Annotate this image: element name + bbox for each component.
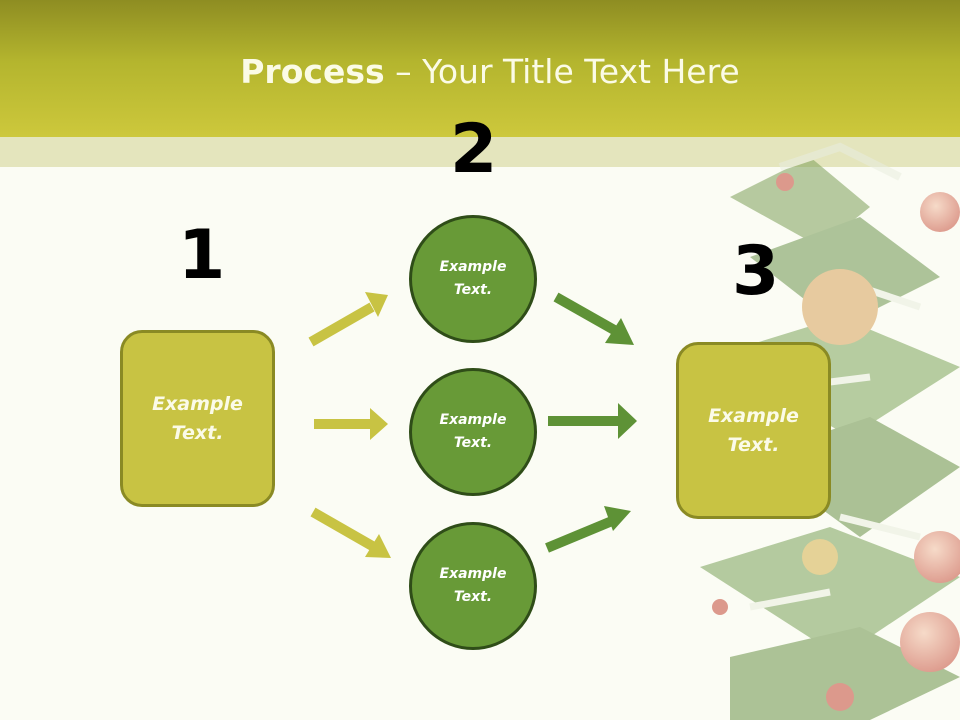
title-rest: – Your Title Text Here [384,52,740,91]
christmas-tree-image [700,142,960,720]
step-3-label: Example Text. [708,404,799,456]
arrow-2-to-3-bottom [545,506,631,553]
step-2-circle-top: Example Text. [409,215,537,343]
step-3-box: Example Text. [676,342,831,519]
arrow-1-to-2-middle [314,408,388,440]
step-2-bottom-label: Example Text. [439,566,507,605]
step-2-middle-label: Example Text. [439,412,507,451]
step-2-circle-middle: Example Text. [409,368,537,496]
title-bar [0,0,960,137]
arrow-1-to-2-bottom [310,507,391,558]
step-1-number: 1 [178,216,226,295]
step-1-label: Example Text. [152,392,243,444]
arrow-1-to-2-top [308,292,388,347]
arrow-2-to-3-top [553,292,634,345]
step-2-circle-bottom: Example Text. [409,522,537,650]
step-3-number: 3 [732,232,780,311]
step-2-number: 2 [450,110,498,189]
slide-title: Process – Your Title Text Here [0,52,960,91]
step-2-top-label: Example Text. [439,259,507,298]
title-bold: Process [240,52,385,91]
arrow-2-to-3-middle [548,403,637,439]
step-1-box: Example Text. [120,330,275,507]
